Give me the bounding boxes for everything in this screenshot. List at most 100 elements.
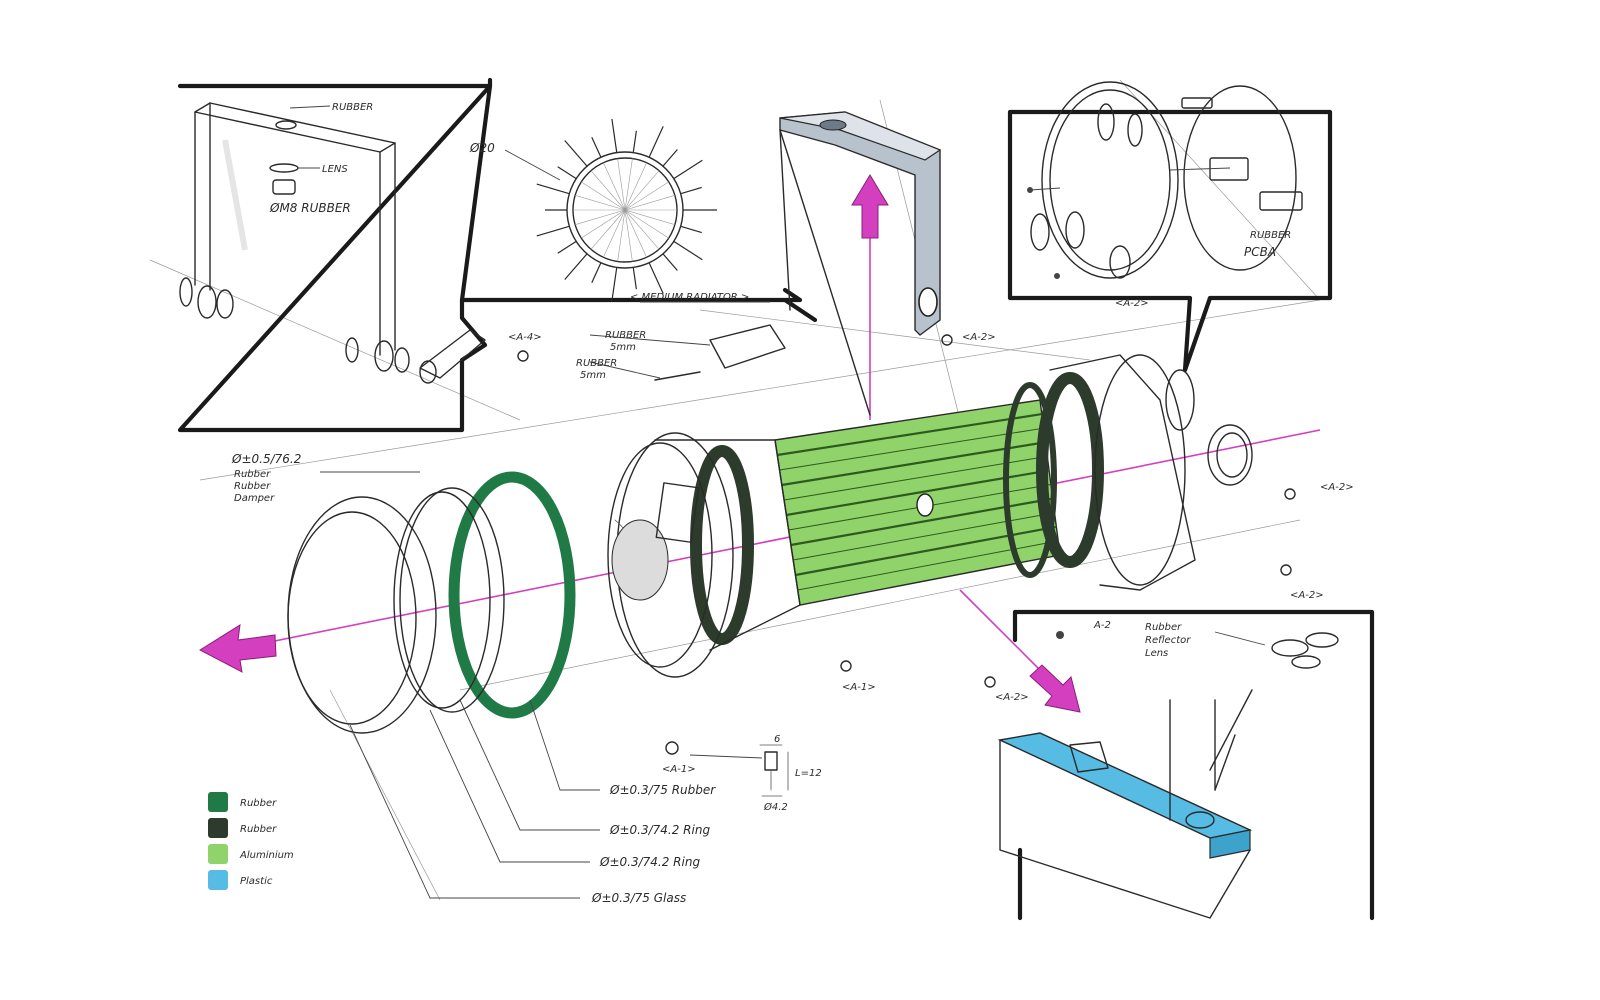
radiator-spike xyxy=(536,183,570,195)
arrow-down-right-magenta xyxy=(1029,664,1081,713)
radiator-spike xyxy=(680,186,702,195)
label-small-rubber-1: RUBBER xyxy=(605,330,646,341)
label-plate-part-1: Rubber xyxy=(1145,622,1182,633)
label-a2-bracket: <A-2> xyxy=(962,332,996,343)
radiator-spoke xyxy=(624,162,647,211)
radiator-spoke xyxy=(581,209,626,239)
legend-label-1: Rubber xyxy=(240,798,277,809)
legend-swatch-4 xyxy=(208,870,228,890)
label-pcba-rubber: RUBBER xyxy=(1250,230,1291,241)
radiator-spike xyxy=(673,240,703,261)
label-dim-bottom: Ø4.2 xyxy=(763,801,788,813)
legend-swatch-2 xyxy=(208,818,228,838)
radiator-spoke xyxy=(603,209,626,258)
radiator-spike xyxy=(557,166,577,180)
fin-line xyxy=(779,427,1044,471)
label-small-rubber-4: 5mm xyxy=(580,370,606,381)
label-radiator-name: < MEDIUM RADIATOR > xyxy=(630,292,749,303)
label-dia-top-3: Rubber xyxy=(234,481,271,492)
front-head xyxy=(607,432,801,678)
radiator-spoke xyxy=(624,209,669,239)
radiator-spike xyxy=(662,253,678,271)
radiator-spoke xyxy=(581,181,626,211)
radiator-spoke xyxy=(624,209,675,225)
label-plate-part-2: Reflector xyxy=(1145,635,1191,646)
legend-label-3: Aluminium xyxy=(239,850,294,861)
radiator-spike xyxy=(648,262,664,294)
radiator-spoke xyxy=(590,170,626,211)
label-a2-right-3: <A-2> xyxy=(1290,590,1324,601)
arrow-up-magenta xyxy=(851,174,889,239)
axis-arrows xyxy=(198,174,1321,713)
radiator-spoke xyxy=(624,181,669,211)
arrow-left-magenta xyxy=(198,624,277,673)
radiator-spike xyxy=(557,240,577,254)
label-spec-4: Ø±0.3/75 Glass xyxy=(591,891,686,905)
radiator-spoke xyxy=(624,195,675,211)
legend-label-2: Rubber xyxy=(240,824,277,835)
label-bracket-rubber: RUBBER xyxy=(332,102,373,113)
label-small-rubber-2: 5mm xyxy=(610,342,636,353)
radiator-spike xyxy=(611,267,618,302)
label-bracket-m8: ØM8 RUBBER xyxy=(269,201,351,215)
radiator-spikes xyxy=(536,118,717,302)
radiator-spike xyxy=(673,159,703,180)
label-plate-a2: A-2 xyxy=(1093,620,1111,631)
screw-dimension-detail xyxy=(689,744,789,797)
label-spec-3: Ø±0.3/74.2 Ring xyxy=(599,855,700,869)
radiator-spoke xyxy=(624,209,647,258)
radiator-spoke xyxy=(590,209,626,250)
spec-leaders xyxy=(320,471,600,899)
label-small-rubber-3: RUBBER xyxy=(576,358,617,369)
radiator-spike xyxy=(591,136,602,158)
front-rings xyxy=(287,471,576,734)
radiator-spoke xyxy=(624,170,660,211)
radiator-fins xyxy=(777,413,1059,591)
radiator-spike xyxy=(611,118,618,153)
label-dia-top-4: Damper xyxy=(234,493,275,504)
label-plate-part-3: Lens xyxy=(1145,648,1168,659)
label-dim-side: L=12 xyxy=(795,768,822,779)
label-spec-2: Ø±0.3/74.2 Ring xyxy=(609,823,710,837)
legend-swatch-1 xyxy=(208,792,228,812)
label-dia-top-2: Rubber xyxy=(234,469,271,480)
fin-line xyxy=(781,441,1046,487)
callout-box-bracket xyxy=(177,77,493,433)
fin-line xyxy=(777,413,1042,457)
radiator-spike xyxy=(680,225,702,234)
label-a1-mid: <A-1> xyxy=(842,682,876,693)
label-a4: <A-4> xyxy=(508,332,542,343)
radiator-spike xyxy=(564,253,588,280)
label-a2-bottom: <A-2> xyxy=(995,692,1029,703)
radiator-spike xyxy=(564,140,588,167)
dark-green-rings xyxy=(690,372,1104,645)
radiator-spoke xyxy=(624,158,633,211)
radiator-spoke xyxy=(617,209,626,262)
radiator-spoke xyxy=(603,162,626,211)
radiator-spoke xyxy=(624,209,660,250)
legend-swatch-3 xyxy=(208,844,228,864)
top-bracket-part xyxy=(779,111,942,416)
label-pcba: PCBA xyxy=(1244,245,1276,259)
callout-box-plate xyxy=(997,609,1375,921)
label-a2-right-1: <A-2> xyxy=(1115,298,1149,309)
main-body-finned xyxy=(774,399,1061,606)
radiator-spoke xyxy=(575,209,626,225)
radiator-spoke xyxy=(575,195,626,211)
radiator-spike xyxy=(632,130,637,153)
radiator-spike xyxy=(648,126,664,158)
label-radiator-dia: Ø20 xyxy=(469,141,495,155)
radiator-spoke xyxy=(624,209,633,262)
label-dim-top: 6 xyxy=(774,734,780,745)
color-legend: Rubber Rubber Aluminium Plastic xyxy=(208,792,294,890)
callout-box-pcba xyxy=(1007,81,1333,373)
radiator-spike xyxy=(662,149,678,167)
label-a1-bottom: <A-1> xyxy=(662,764,696,775)
label-dia-top-1: Ø±0.5/76.2 xyxy=(231,452,301,466)
legend-label-4: Plastic xyxy=(240,876,273,887)
label-a2-right-2: <A-2> xyxy=(1320,482,1354,493)
small-parts xyxy=(517,324,1296,755)
label-bracket-lens: LENS xyxy=(322,164,348,175)
rear-cap xyxy=(1049,354,1253,591)
